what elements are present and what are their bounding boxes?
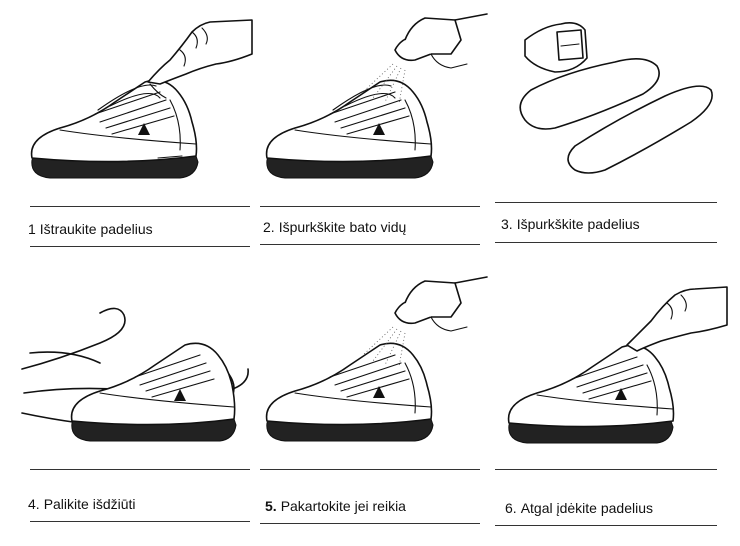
shoe-hand-pulling-insole-illustration: [20, 10, 260, 210]
step-2: 2.Išpurkškite bato vidų: [255, 10, 495, 283]
spray-can-hand-icon: [394, 13, 488, 69]
step-number: 5.: [265, 498, 277, 514]
sneaker-icon: [265, 79, 434, 179]
step-text: Pakartokite jei reikia: [280, 498, 406, 514]
divider-top: [30, 206, 250, 207]
step-5: 5.Pakartokite jei reikia: [255, 273, 495, 546]
step-6: 6.Atgal įdėkite padelius: [495, 273, 735, 546]
shoe-air-drying-illustration: [20, 273, 260, 473]
hand-icon: [626, 286, 728, 352]
divider-bottom: [495, 242, 717, 243]
insole-icon: [519, 58, 713, 174]
step-text: Išpurkškite padelius: [516, 216, 640, 232]
step-text: Ištraukite padelius: [39, 221, 153, 237]
step-number: 4.: [28, 496, 40, 512]
step-number: 6.: [505, 500, 517, 516]
shoe-hand-inserting-insole-illustration: [495, 273, 735, 473]
step-5-caption: 5.Pakartokite jei reikia: [265, 497, 406, 515]
divider-top: [260, 469, 480, 470]
spray-can-hand-icon: [394, 276, 488, 332]
spray-can-hand-icon: [524, 22, 588, 73]
divider-top: [495, 202, 717, 203]
shoe-spray-repeat-illustration: [255, 273, 495, 473]
step-3-caption: 3.Išpurkškite padelius: [501, 215, 640, 233]
divider-bottom: [260, 523, 480, 524]
step-text: Išpurkškite bato vidų: [278, 219, 407, 235]
divider-bottom: [30, 521, 250, 522]
step-4: 4.Palikite išdžiūti: [20, 273, 260, 546]
step-number: 3.: [501, 216, 513, 232]
step-number: 1: [28, 221, 36, 237]
step-text: Palikite išdžiūti: [43, 496, 136, 512]
step-6-caption: 6.Atgal įdėkite padelius: [505, 499, 653, 517]
step-text: Atgal įdėkite padelius: [520, 500, 653, 516]
step-4-caption: 4.Palikite išdžiūti: [28, 495, 136, 513]
step-number: 2.: [263, 219, 275, 235]
step-2-caption: 2.Išpurkškite bato vidų: [263, 218, 406, 236]
divider-bottom: [495, 525, 717, 526]
divider-top: [495, 469, 717, 470]
divider-bottom: [30, 246, 250, 247]
divider-top: [260, 206, 480, 207]
sneaker-icon: [70, 342, 237, 442]
shoe-spray-inside-illustration: [255, 10, 495, 210]
hand-icon: [147, 19, 253, 99]
sneaker-icon: [30, 79, 199, 179]
sneaker-icon: [507, 344, 675, 444]
step-3: 3.Išpurkškite padelius: [495, 10, 735, 283]
divider-top: [30, 469, 250, 470]
divider-bottom: [260, 244, 480, 245]
sneaker-icon: [265, 342, 434, 442]
insoles-spray-illustration: [495, 10, 735, 210]
